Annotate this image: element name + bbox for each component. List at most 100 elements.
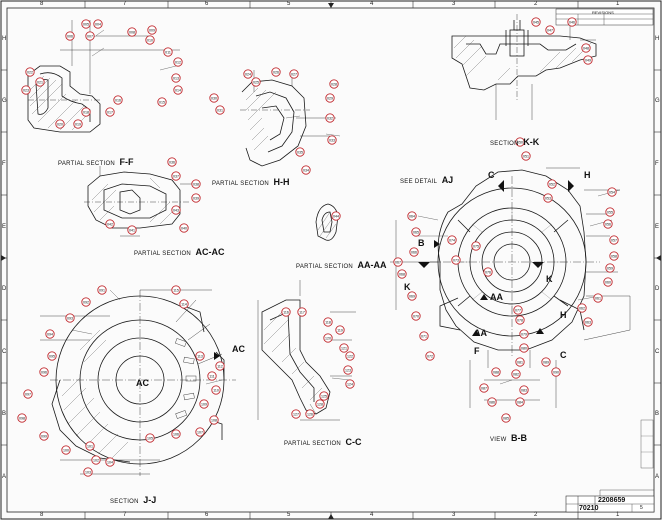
balloon-callout: 007: [85, 31, 95, 41]
balloon-number: 100: [63, 448, 69, 452]
zone-col-4: 4: [370, 1, 374, 7]
balloon-number: 050: [517, 140, 523, 144]
revision-block: [555, 8, 654, 26]
balloon-callout: 009: [147, 25, 157, 35]
view-cc-hatch: [263, 311, 323, 401]
zone-col-4-bottom: 4: [370, 512, 374, 518]
balloon-callout: 051: [521, 151, 531, 161]
balloon-callout: 040: [179, 223, 189, 233]
balloon-circle: [407, 291, 417, 301]
balloon-number: 039: [193, 196, 199, 200]
view-letter-ac-right: AC: [232, 344, 245, 354]
balloon-circle: [195, 427, 205, 437]
caption-jj-id: J-J: [143, 495, 157, 505]
balloon-callout: 065: [411, 227, 421, 237]
balloon-number: 008: [129, 30, 135, 34]
balloon-callout: 057: [609, 235, 619, 245]
balloon-circle: [191, 193, 201, 203]
balloon-circle: [295, 147, 305, 157]
balloon-number: 099: [41, 434, 47, 438]
balloon-circle: [127, 27, 137, 37]
balloon-number: 095: [49, 354, 55, 358]
balloon-number: 108: [211, 418, 217, 422]
balloon-number: 124: [347, 382, 353, 386]
balloon-callout: 085: [501, 413, 511, 423]
balloon-circle: [397, 269, 407, 279]
balloon-callout: 062: [577, 303, 587, 313]
balloon-number: 069: [409, 294, 415, 298]
caption-aaaa-id: AA-AA: [357, 260, 387, 270]
balloon-callout: 110: [211, 385, 221, 395]
zone-row-a-right: A: [655, 474, 660, 480]
balloon-circle: [281, 307, 291, 317]
balloon-number: 020: [57, 122, 63, 126]
balloon-circle: [331, 211, 341, 221]
balloon-circle: [471, 241, 481, 251]
balloon-callout: 020: [55, 119, 65, 129]
balloon-circle: [17, 413, 27, 423]
balloon-callout: 054: [607, 187, 617, 197]
balloon-circle: [551, 367, 561, 377]
balloon-callout: 102: [91, 455, 101, 465]
balloon-callout: 026: [271, 67, 281, 77]
view-kk-geometry: [451, 14, 597, 120]
see-detail-aj: SEE DETAIL AJ: [400, 170, 453, 188]
title-block-sheet: 5: [640, 505, 643, 511]
balloon-callout: 092: [81, 297, 91, 307]
zone-row-c-right: C: [655, 349, 660, 355]
balloon-number: 042: [107, 222, 113, 226]
balloon-callout: 100: [61, 445, 71, 455]
view-letter-aa-lower: AA: [474, 328, 487, 338]
balloon-number: 075: [473, 244, 479, 248]
balloon-callout: 074: [447, 235, 457, 245]
balloon-circle: [21, 85, 31, 95]
balloon-callout: 032: [325, 113, 335, 123]
balloon-number: 081: [517, 360, 523, 364]
balloon-circle: [603, 219, 613, 229]
balloon-number: 121: [341, 346, 347, 350]
balloon-circle: [45, 329, 55, 339]
balloon-callout: 031: [215, 105, 225, 115]
title-block-code: 70210: [579, 505, 599, 512]
balloon-circle: [603, 277, 613, 287]
balloon-number: 068: [399, 272, 405, 276]
balloon-number: 066: [411, 250, 417, 254]
balloon-callout: 034: [301, 165, 311, 175]
balloon-circle: [55, 119, 65, 129]
zone-row-b-right: B: [655, 411, 660, 417]
balloon-number: 083: [521, 388, 527, 392]
balloon-circle: [171, 73, 181, 83]
balloon-number: 103: [85, 470, 91, 474]
balloon-circle: [243, 69, 253, 79]
balloon-circle: [179, 299, 189, 309]
balloon-number: 036: [169, 160, 175, 164]
balloon-number: 088: [493, 370, 499, 374]
balloon-number: 041: [129, 228, 135, 232]
balloon-callout: 122: [345, 351, 355, 361]
view-letter-k-left: K: [404, 282, 411, 292]
balloon-circle: [83, 467, 93, 477]
caption-cc-text: PARTIAL SECTION: [284, 441, 342, 447]
balloon-callout: 114: [179, 299, 189, 309]
balloon-circle: [145, 35, 155, 45]
balloon-circle: [511, 369, 521, 379]
view-letter-f: F: [474, 346, 480, 356]
balloon-number: 053: [545, 196, 551, 200]
title-block-drawing-number: 2208659: [598, 497, 626, 504]
balloon-number: 084: [517, 400, 523, 404]
center-mark-left: [1, 255, 6, 261]
balloon-circle: [271, 67, 281, 77]
caption-hh-id: H-H: [273, 177, 290, 187]
balloon-circle: [581, 43, 591, 53]
zone-row-e-right: E: [655, 224, 660, 230]
balloon-circle: [609, 251, 619, 261]
balloon-number: 125: [321, 394, 327, 398]
balloon-number: 090: [553, 370, 559, 374]
balloon-circle: [61, 445, 71, 455]
balloon-circle: [211, 385, 221, 395]
balloon-circle: [583, 317, 593, 327]
balloon-callout: 113: [195, 351, 205, 361]
balloon-circle: [519, 343, 529, 353]
zone-col-2-bottom: 2: [534, 512, 538, 518]
balloon-callout: 084: [515, 397, 525, 407]
